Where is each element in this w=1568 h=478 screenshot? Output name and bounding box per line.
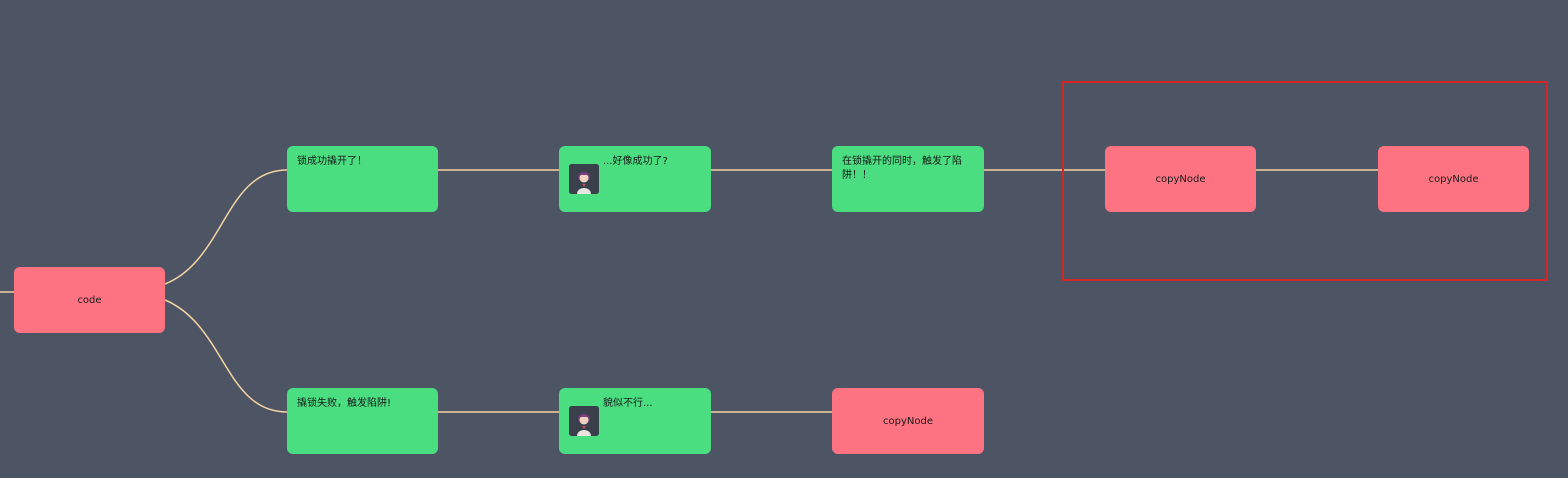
node-bottom-1[interactable]: 撬锁失败，触发陷阱! <box>287 388 438 454</box>
edge-root-bottom-1 <box>164 299 288 413</box>
node-root[interactable]: code <box>14 267 165 333</box>
character-avatar-icon <box>569 406 599 436</box>
character-avatar-icon <box>569 164 599 194</box>
node-top-2[interactable]: ...好像成功了? <box>559 146 711 212</box>
node-bottom-3[interactable]: copyNode <box>832 388 984 454</box>
node-label: copyNode <box>1428 173 1479 185</box>
node-label: copyNode <box>1155 173 1206 185</box>
node-top-5[interactable]: copyNode <box>1378 146 1529 212</box>
node-label: 貌似不行... <box>603 398 653 409</box>
node-top-4[interactable]: copyNode <box>1105 146 1256 212</box>
edge-root-top-1 <box>164 169 288 285</box>
node-label: code <box>77 294 102 306</box>
node-label: 锁成功撬开了！ <box>297 156 367 167</box>
node-label: ...好像成功了? <box>603 156 668 167</box>
node-label: 撬锁失败，触发陷阱! <box>297 398 392 409</box>
node-top-3[interactable]: 在锁撬开的同时，触发了陷阱！！ <box>832 146 984 212</box>
node-bottom-2[interactable]: 貌似不行... <box>559 388 711 454</box>
node-label: 在锁撬开的同时，触发了陷阱！！ <box>842 156 962 181</box>
node-top-1[interactable]: 锁成功撬开了！ <box>287 146 438 212</box>
node-label: copyNode <box>883 415 933 427</box>
